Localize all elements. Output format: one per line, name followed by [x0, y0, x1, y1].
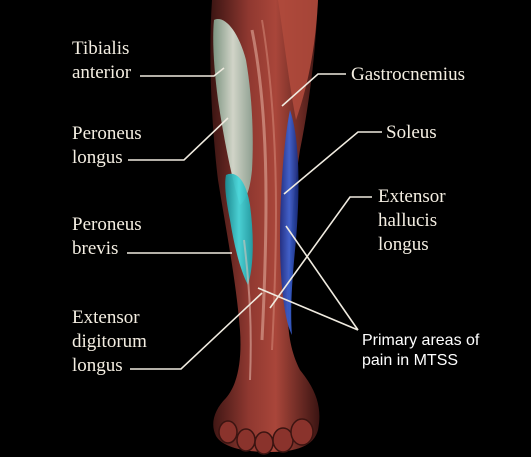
shin-muscle-bands: [250, 29, 268, 341]
leader-tibialis-anterior: [140, 67, 225, 77]
gastrocnemius-muscle: [278, 0, 318, 120]
leader-soleus: [283, 131, 382, 195]
tibialis-anterior-muscle: [213, 19, 253, 206]
leader-lines: [127, 67, 382, 370]
leader-gastrocnemius: [281, 73, 346, 107]
label-extensor-hallucis-longus: Extensor hallucis longus: [378, 186, 446, 255]
mtss-callout: Primary areas of pain in MTSS: [362, 332, 480, 369]
label-peroneus-brevis: Peroneus brevis: [72, 214, 142, 259]
leader-mtss-1: [285, 225, 359, 331]
leader-peroneus-longus: [128, 117, 229, 161]
label-soleus: Soleus: [386, 122, 437, 143]
soleus-muscle: [280, 110, 299, 335]
label-extensor-digitorum-longus: Extensor digitorum longus: [72, 307, 147, 376]
leader-extensor-digitorum: [130, 292, 263, 370]
label-peroneus-longus: Peroneus longus: [72, 123, 142, 168]
foot: [218, 418, 314, 455]
label-gastrocnemius: Gastrocnemius: [351, 64, 465, 85]
leader-extensor-hallucis: [269, 196, 372, 309]
label-tibialis-anterior: Tibialis anterior: [72, 38, 132, 83]
leader-mtss-2: [257, 287, 359, 331]
